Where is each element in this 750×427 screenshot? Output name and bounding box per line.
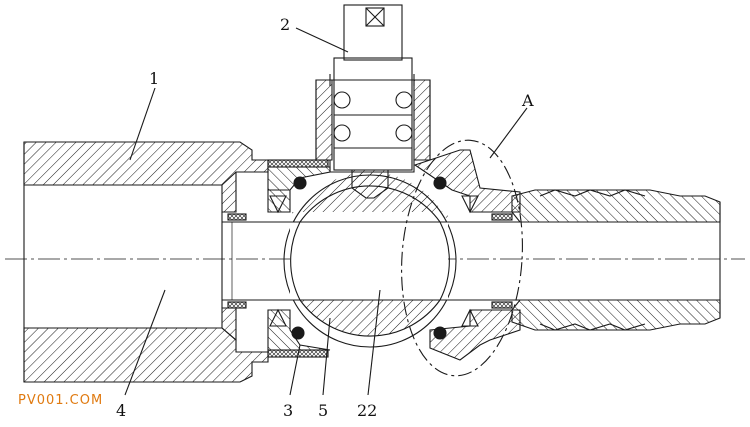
label-part-1: 1 (149, 69, 159, 88)
v-seal (269, 195, 287, 214)
bearing-ball (395, 91, 413, 109)
detail-ellipse (401, 139, 523, 377)
leader-line (129, 87, 156, 161)
bonnet (315, 79, 431, 173)
label-part-3: 3 (283, 401, 293, 420)
right-body-lower (429, 309, 521, 361)
hose-barb-upper (511, 189, 721, 223)
o-ring (291, 326, 305, 340)
label-part-4: 4 (116, 401, 126, 420)
leader-line (489, 107, 528, 159)
leader-line (295, 27, 349, 53)
label-part-22: 22 (357, 401, 377, 420)
square-drive-icon (365, 7, 385, 27)
hose-barb-lower (511, 299, 721, 331)
leader-line (289, 344, 301, 396)
label-detail-a: A (521, 91, 534, 110)
label-part-2: 2 (280, 15, 290, 34)
seal-strip (227, 301, 247, 309)
bearing-ball (333, 91, 351, 109)
bearing-ball (395, 124, 413, 142)
bonnet-right-wall (413, 79, 431, 161)
seal-strip (491, 301, 513, 309)
bearing-ball (333, 124, 351, 142)
stem (333, 57, 413, 171)
o-ring (293, 176, 307, 190)
seal-strip (267, 159, 329, 168)
leader-line (124, 289, 166, 396)
bonnet-left-wall (315, 79, 333, 161)
leader-line (367, 289, 381, 396)
v-seal (269, 308, 287, 327)
watermark: PV001.COM (18, 393, 104, 408)
label-part-5: 5 (318, 401, 328, 420)
stem-tang (351, 170, 389, 199)
ball-lower-section (298, 299, 442, 337)
seal-strip (227, 213, 247, 221)
leader-line (322, 317, 331, 396)
seal-strip (491, 213, 513, 221)
stem-square-head (343, 4, 403, 61)
